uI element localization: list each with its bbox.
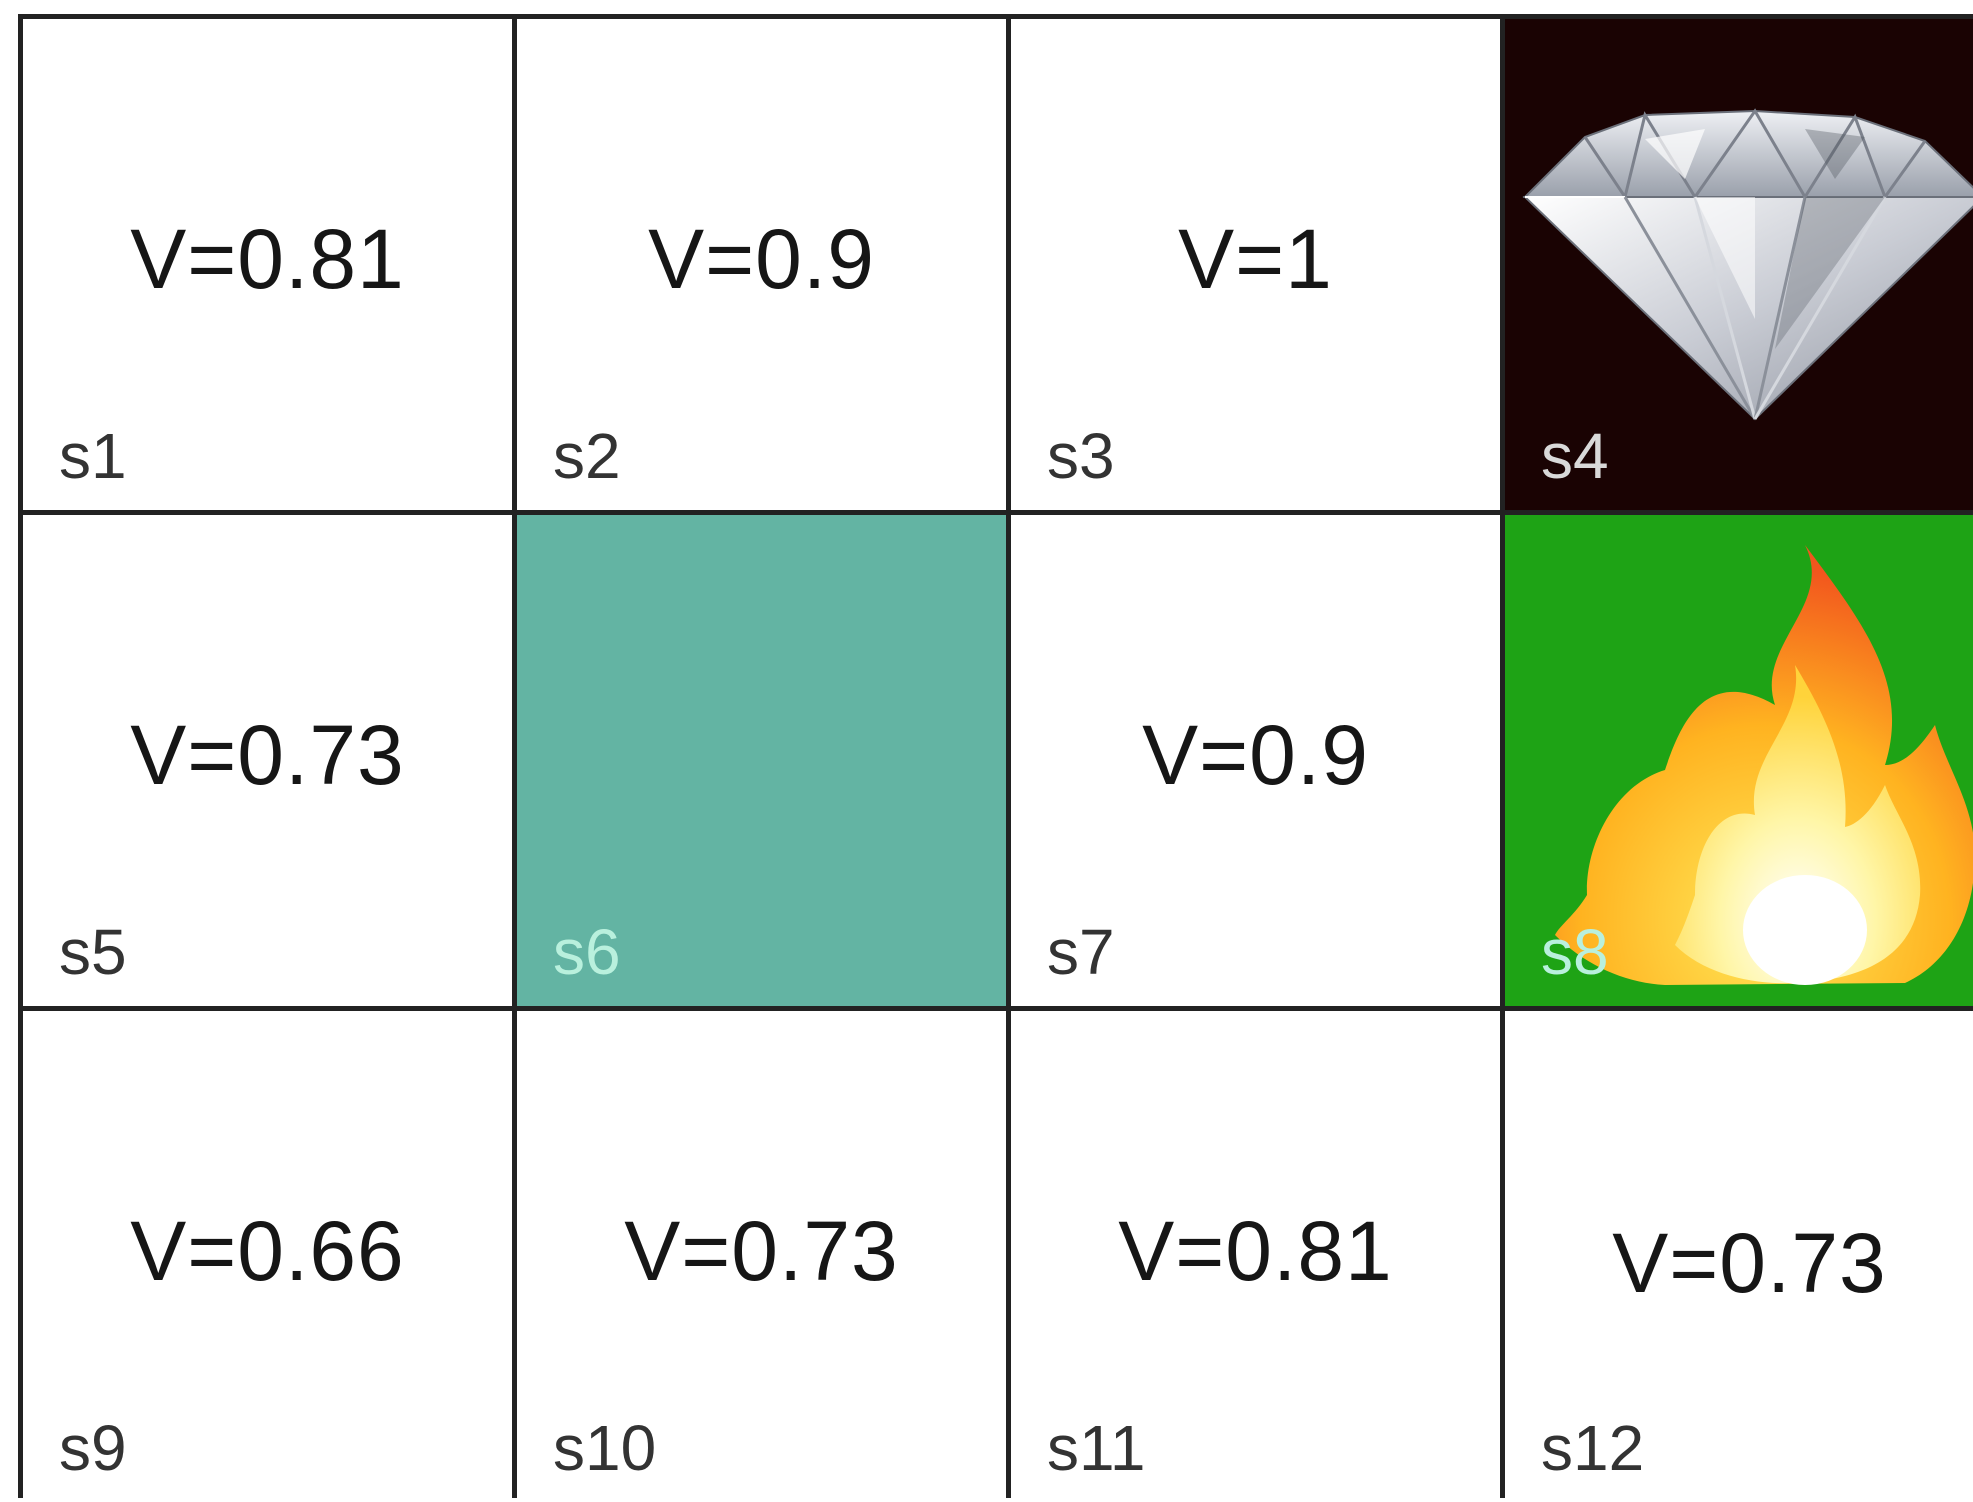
state-value: V=0.66 [130, 1204, 405, 1298]
state-label: s9 [59, 1412, 127, 1484]
gridworld: V=0.81 s1 V=0.9 s2 V=1 s3 [18, 14, 1973, 1502]
state-value: V=0.73 [1612, 1216, 1887, 1310]
state-value: V=0.73 [624, 1204, 899, 1298]
state-label: s12 [1541, 1412, 1645, 1484]
cell-s6: s6 [517, 515, 1006, 1006]
cell-s9: V=0.66 s9 [23, 1011, 512, 1502]
state-value: V=0.73 [130, 708, 405, 802]
cell-s4: s4 [1505, 19, 1973, 510]
state-label: s7 [1047, 916, 1115, 988]
state-label: s1 [59, 420, 127, 492]
state-label: s4 [1541, 420, 1609, 492]
state-value: V=0.81 [130, 212, 405, 306]
state-label: s3 [1047, 420, 1115, 492]
state-label: s6 [553, 916, 621, 988]
fire-icon [1555, 545, 1973, 985]
state-value: V=0.9 [648, 212, 875, 306]
state-label: s2 [553, 420, 621, 492]
state-value: V=1 [1178, 212, 1333, 306]
state-label: s11 [1047, 1412, 1146, 1484]
diamond-icon [1522, 108, 1973, 421]
state-label: s10 [553, 1412, 657, 1484]
cell-s5: V=0.73 s5 [23, 515, 512, 1006]
state-value: V=0.9 [1142, 708, 1369, 802]
cell-s8: s8 [1505, 515, 1973, 1006]
cell-s11: V=0.81 s11 [1011, 1011, 1500, 1502]
cell-s2: V=0.9 s2 [517, 19, 1006, 510]
state-value: V=0.81 [1118, 1204, 1393, 1298]
cell-s3: V=1 s3 [1011, 19, 1500, 510]
cell-s10: V=0.73 s10 [517, 1011, 1006, 1502]
cell-s12: V=0.73 s12 [1505, 1011, 1973, 1502]
state-label: s8 [1541, 916, 1609, 988]
cell-s7: V=0.9 s7 [1011, 515, 1500, 1006]
cell-s1: V=0.81 s1 [23, 19, 512, 510]
state-label: s5 [59, 916, 127, 988]
